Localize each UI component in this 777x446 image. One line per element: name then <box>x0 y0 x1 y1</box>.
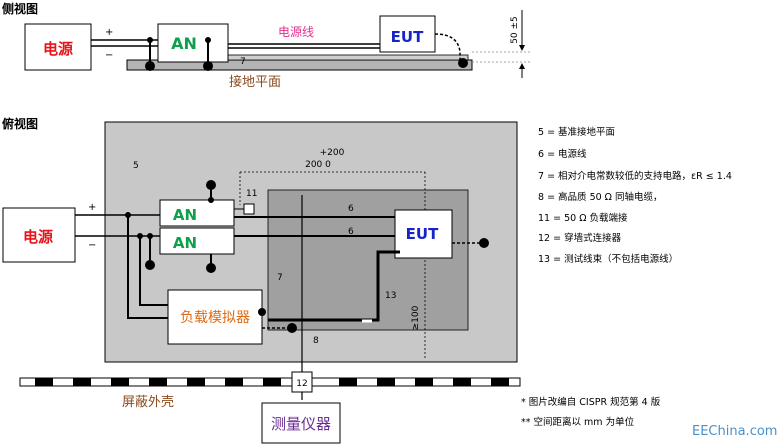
top-power-supply <box>2 207 76 263</box>
top-label-11: 11 <box>246 189 257 199</box>
side-minus: − <box>105 50 113 61</box>
measuring-instrument-label: 测量仪器 <box>271 415 331 433</box>
shield-label: 屏蔽外壳 <box>122 395 174 410</box>
top-an-lower <box>159 227 235 255</box>
legend-item-6: 6 = 电源线 <box>538 149 587 160</box>
top-eut-box <box>394 209 453 259</box>
load-simulator-label: 负载模拟器 <box>180 310 250 326</box>
top-label-5: 5 <box>133 161 139 171</box>
footnote-units: ** 空间距离以 mm 为单位 <box>521 417 635 428</box>
load-termination-11 <box>243 203 255 215</box>
legend-item-12: 12 = 穿墙式连接器 <box>538 233 622 244</box>
top-label-13: 13 <box>385 291 396 301</box>
top-minus: − <box>88 240 96 251</box>
top-an-upper <box>159 199 235 227</box>
side-label-7: 7 <box>240 57 246 67</box>
top-label-6a: 6 <box>348 204 354 214</box>
footnote-source: * 图片改编自 CISPR 规范第 4 版 <box>521 397 661 408</box>
feedthrough-connector-12 <box>291 371 313 393</box>
test-harness-13 <box>268 250 400 322</box>
watermark: EEChina.com <box>692 424 777 439</box>
top-plus: + <box>88 202 96 213</box>
top-power-label: 电源 <box>23 228 53 246</box>
top-an-lower-label: AN <box>173 234 197 252</box>
top-dim-200-plus: +200 <box>320 148 345 158</box>
side-view-title: 侧视图 <box>2 1 38 16</box>
side-power-supply <box>24 23 92 71</box>
measuring-instrument <box>261 402 341 444</box>
top-dim-100: ≥100 <box>411 305 421 330</box>
side-eut-box <box>379 15 436 53</box>
top-dim-200: 200 0 <box>305 160 331 170</box>
side-an-label: AN <box>171 34 197 53</box>
side-height-dim: 50 ±5 <box>510 16 520 44</box>
side-ground-plane-label: 接地平面 <box>229 74 281 90</box>
legend-item-13: 13 = 测试线束（不包括电源线） <box>538 254 679 265</box>
shield-wall-pattern <box>35 378 509 386</box>
top-view-title: 俯视图 <box>2 116 38 131</box>
legend-item-7: 7 = 相对介电常数较低的支持电路，εR ≤ 1.4 <box>538 171 732 182</box>
side-power-label: 电源 <box>43 40 73 58</box>
top-label-6b: 6 <box>348 227 354 237</box>
top-eut-label: EUT <box>406 225 439 243</box>
legend-item-8: 8 = 高品质 50 Ω 同轴电缆， <box>538 192 663 203</box>
top-label-7: 7 <box>277 273 283 283</box>
side-eut-label: EUT <box>391 28 424 46</box>
top-label-12: 12 <box>296 379 307 389</box>
side-an-box <box>157 23 229 63</box>
side-support-7 <box>217 54 469 61</box>
side-power-cable-label: 电源线 <box>278 25 314 39</box>
legend-item-5: 5 = 基准接地平面 <box>538 127 616 138</box>
load-simulator <box>167 289 263 345</box>
side-plus: + <box>105 27 113 38</box>
top-label-8: 8 <box>313 336 319 346</box>
legend-item-11: 11 = 50 Ω 负载端接 <box>538 213 628 224</box>
top-an-upper-label: AN <box>173 206 197 224</box>
